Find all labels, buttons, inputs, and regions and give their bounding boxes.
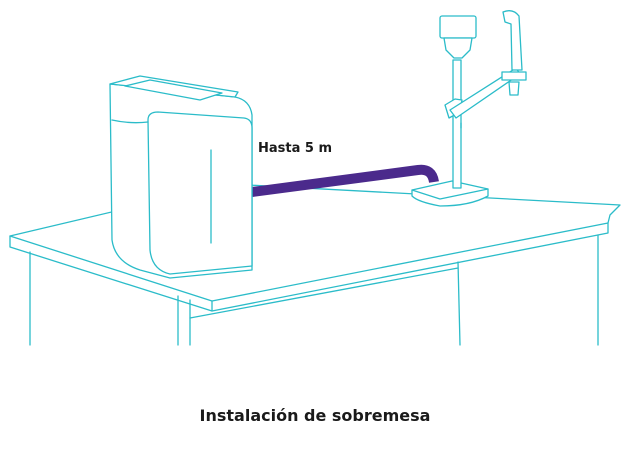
tube-length-label: Hasta 5 m — [258, 141, 333, 156]
water-unit — [109, 75, 253, 279]
table — [9, 183, 621, 346]
table-top — [9, 183, 621, 302]
faucet — [411, 10, 527, 207]
water-tube — [251, 164, 439, 197]
figure-caption: Instalación de sobremesa — [199, 406, 431, 425]
